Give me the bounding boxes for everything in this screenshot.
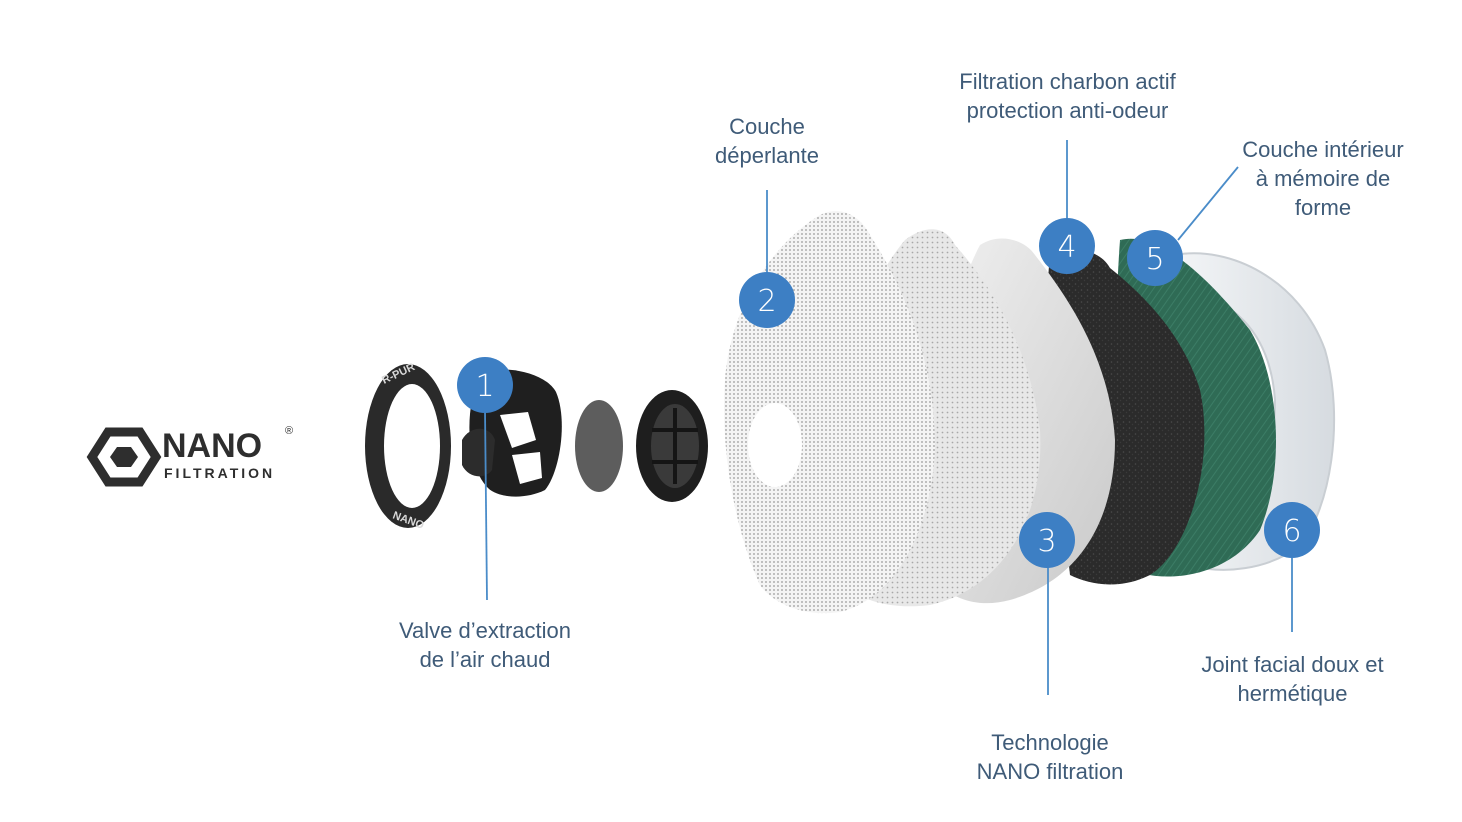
svg-text:1: 1 <box>475 369 494 404</box>
callout-label-2: Couche déperlante <box>697 112 837 170</box>
callout-label-4-line-2: protection anti-odeur <box>966 98 1169 123</box>
svg-text:3: 3 <box>1037 524 1056 559</box>
callout-badge-4: 4 <box>1039 218 1095 274</box>
callout-label-5-line-1: Couche intérieur <box>1242 137 1404 162</box>
callout-label-5: Couche intérieur à mémoire de forme <box>1228 135 1418 222</box>
leader-line-1 <box>484 409 488 601</box>
svg-text:4: 4 <box>1057 230 1076 265</box>
svg-text:2: 2 <box>757 284 776 319</box>
logo-subword: FILTRATION <box>164 465 275 481</box>
valve-ring: R-PUR NANO <box>365 361 451 532</box>
registered-mark: ® <box>285 425 293 437</box>
callout-label-1-line-2: de l’air chaud <box>419 647 551 672</box>
callout-badge-6: 6 <box>1264 502 1320 558</box>
callout-label-3-line-2: NANO filtration <box>976 759 1124 784</box>
callout-label-4: Filtration charbon actif protection anti… <box>940 67 1195 125</box>
callout-label-5-line-2: à mémoire de <box>1255 166 1391 191</box>
callout-badge-2: 2 <box>739 272 795 328</box>
nano-filtration-logo: NANO ® FILTRATION <box>86 425 293 487</box>
callout-label-6: Joint facial doux et hermétique <box>1185 650 1400 708</box>
logo-word: NANO <box>162 427 262 465</box>
callout-label-2-line-2: déperlante <box>715 143 819 168</box>
callout-label-3: Technologie NANO filtration <box>960 728 1140 786</box>
callout-label-6-line-2: hermétique <box>1237 681 1348 706</box>
callout-label-3-line-1: Technologie <box>991 730 1109 755</box>
callout-label-6-line-1: Joint facial doux et <box>1201 652 1384 677</box>
callout-badge-5: 5 <box>1127 230 1183 286</box>
face-seal-layer <box>1174 252 1336 571</box>
leader-line-5 <box>1177 166 1239 241</box>
svg-text:5: 5 <box>1145 242 1164 277</box>
svg-text:6: 6 <box>1282 514 1301 549</box>
leader-lines <box>484 140 1293 695</box>
callout-label-4-line-1: Filtration charbon actif <box>959 69 1176 94</box>
hexagon-core-icon <box>110 447 138 467</box>
valve-membrane <box>575 400 623 492</box>
callout-label-1: Valve d’extraction de l’air chaud <box>385 616 585 674</box>
callout-badge-1: 1 <box>457 357 513 413</box>
callout-label-5-line-3: forme <box>1294 195 1352 220</box>
valve-seat <box>636 390 708 502</box>
hexagon-logo-icon <box>86 427 162 487</box>
callout-badge-3: 3 <box>1019 512 1075 568</box>
callout-label-1-line-1: Valve d’extraction <box>398 618 571 643</box>
callout-label-2-line-1: Couche <box>729 114 805 139</box>
